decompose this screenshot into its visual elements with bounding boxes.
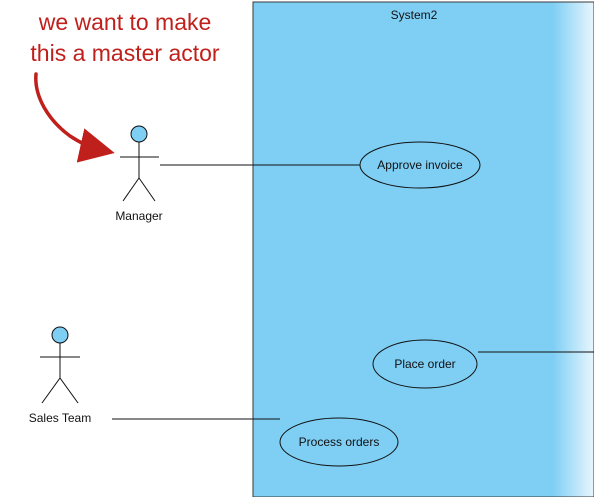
use-case-process-orders[interactable]: Process orders bbox=[279, 417, 399, 467]
callout-arrow-icon bbox=[34, 72, 115, 163]
actor-left-leg bbox=[122, 177, 140, 202]
use-case-ellipse[interactable] bbox=[372, 339, 478, 389]
system-name: System2 bbox=[391, 8, 438, 22]
actor-head bbox=[130, 125, 148, 143]
use-case-ellipse[interactable] bbox=[359, 141, 481, 189]
actor-sales-team[interactable]: Sales Team bbox=[29, 326, 91, 425]
actor-right-leg bbox=[138, 177, 156, 202]
system-boundary[interactable]: System2 bbox=[252, 1, 594, 498]
use-case-label: Process orders bbox=[299, 435, 380, 449]
callout-annotation: we want to make this a master actor bbox=[30, 9, 220, 163]
actor-label: Sales Team bbox=[29, 411, 91, 425]
use-case-place-order[interactable]: Place order bbox=[372, 339, 478, 389]
system-boundary-box[interactable] bbox=[252, 1, 594, 498]
actor-right-leg bbox=[59, 377, 79, 404]
actor-head bbox=[51, 326, 69, 344]
actor-manager[interactable]: Manager bbox=[115, 125, 163, 223]
actor-label: Manager bbox=[115, 209, 162, 223]
use-case-label: Approve invoice bbox=[377, 158, 463, 172]
callout-line-2: this a master actor bbox=[30, 40, 220, 66]
callout-line-1: we want to make bbox=[38, 9, 212, 35]
use-case-approve-invoice[interactable]: Approve invoice bbox=[359, 141, 481, 189]
use-case-label: Place order bbox=[394, 357, 455, 371]
actor-left-leg bbox=[41, 377, 61, 404]
use-case-ellipse[interactable] bbox=[279, 417, 399, 467]
